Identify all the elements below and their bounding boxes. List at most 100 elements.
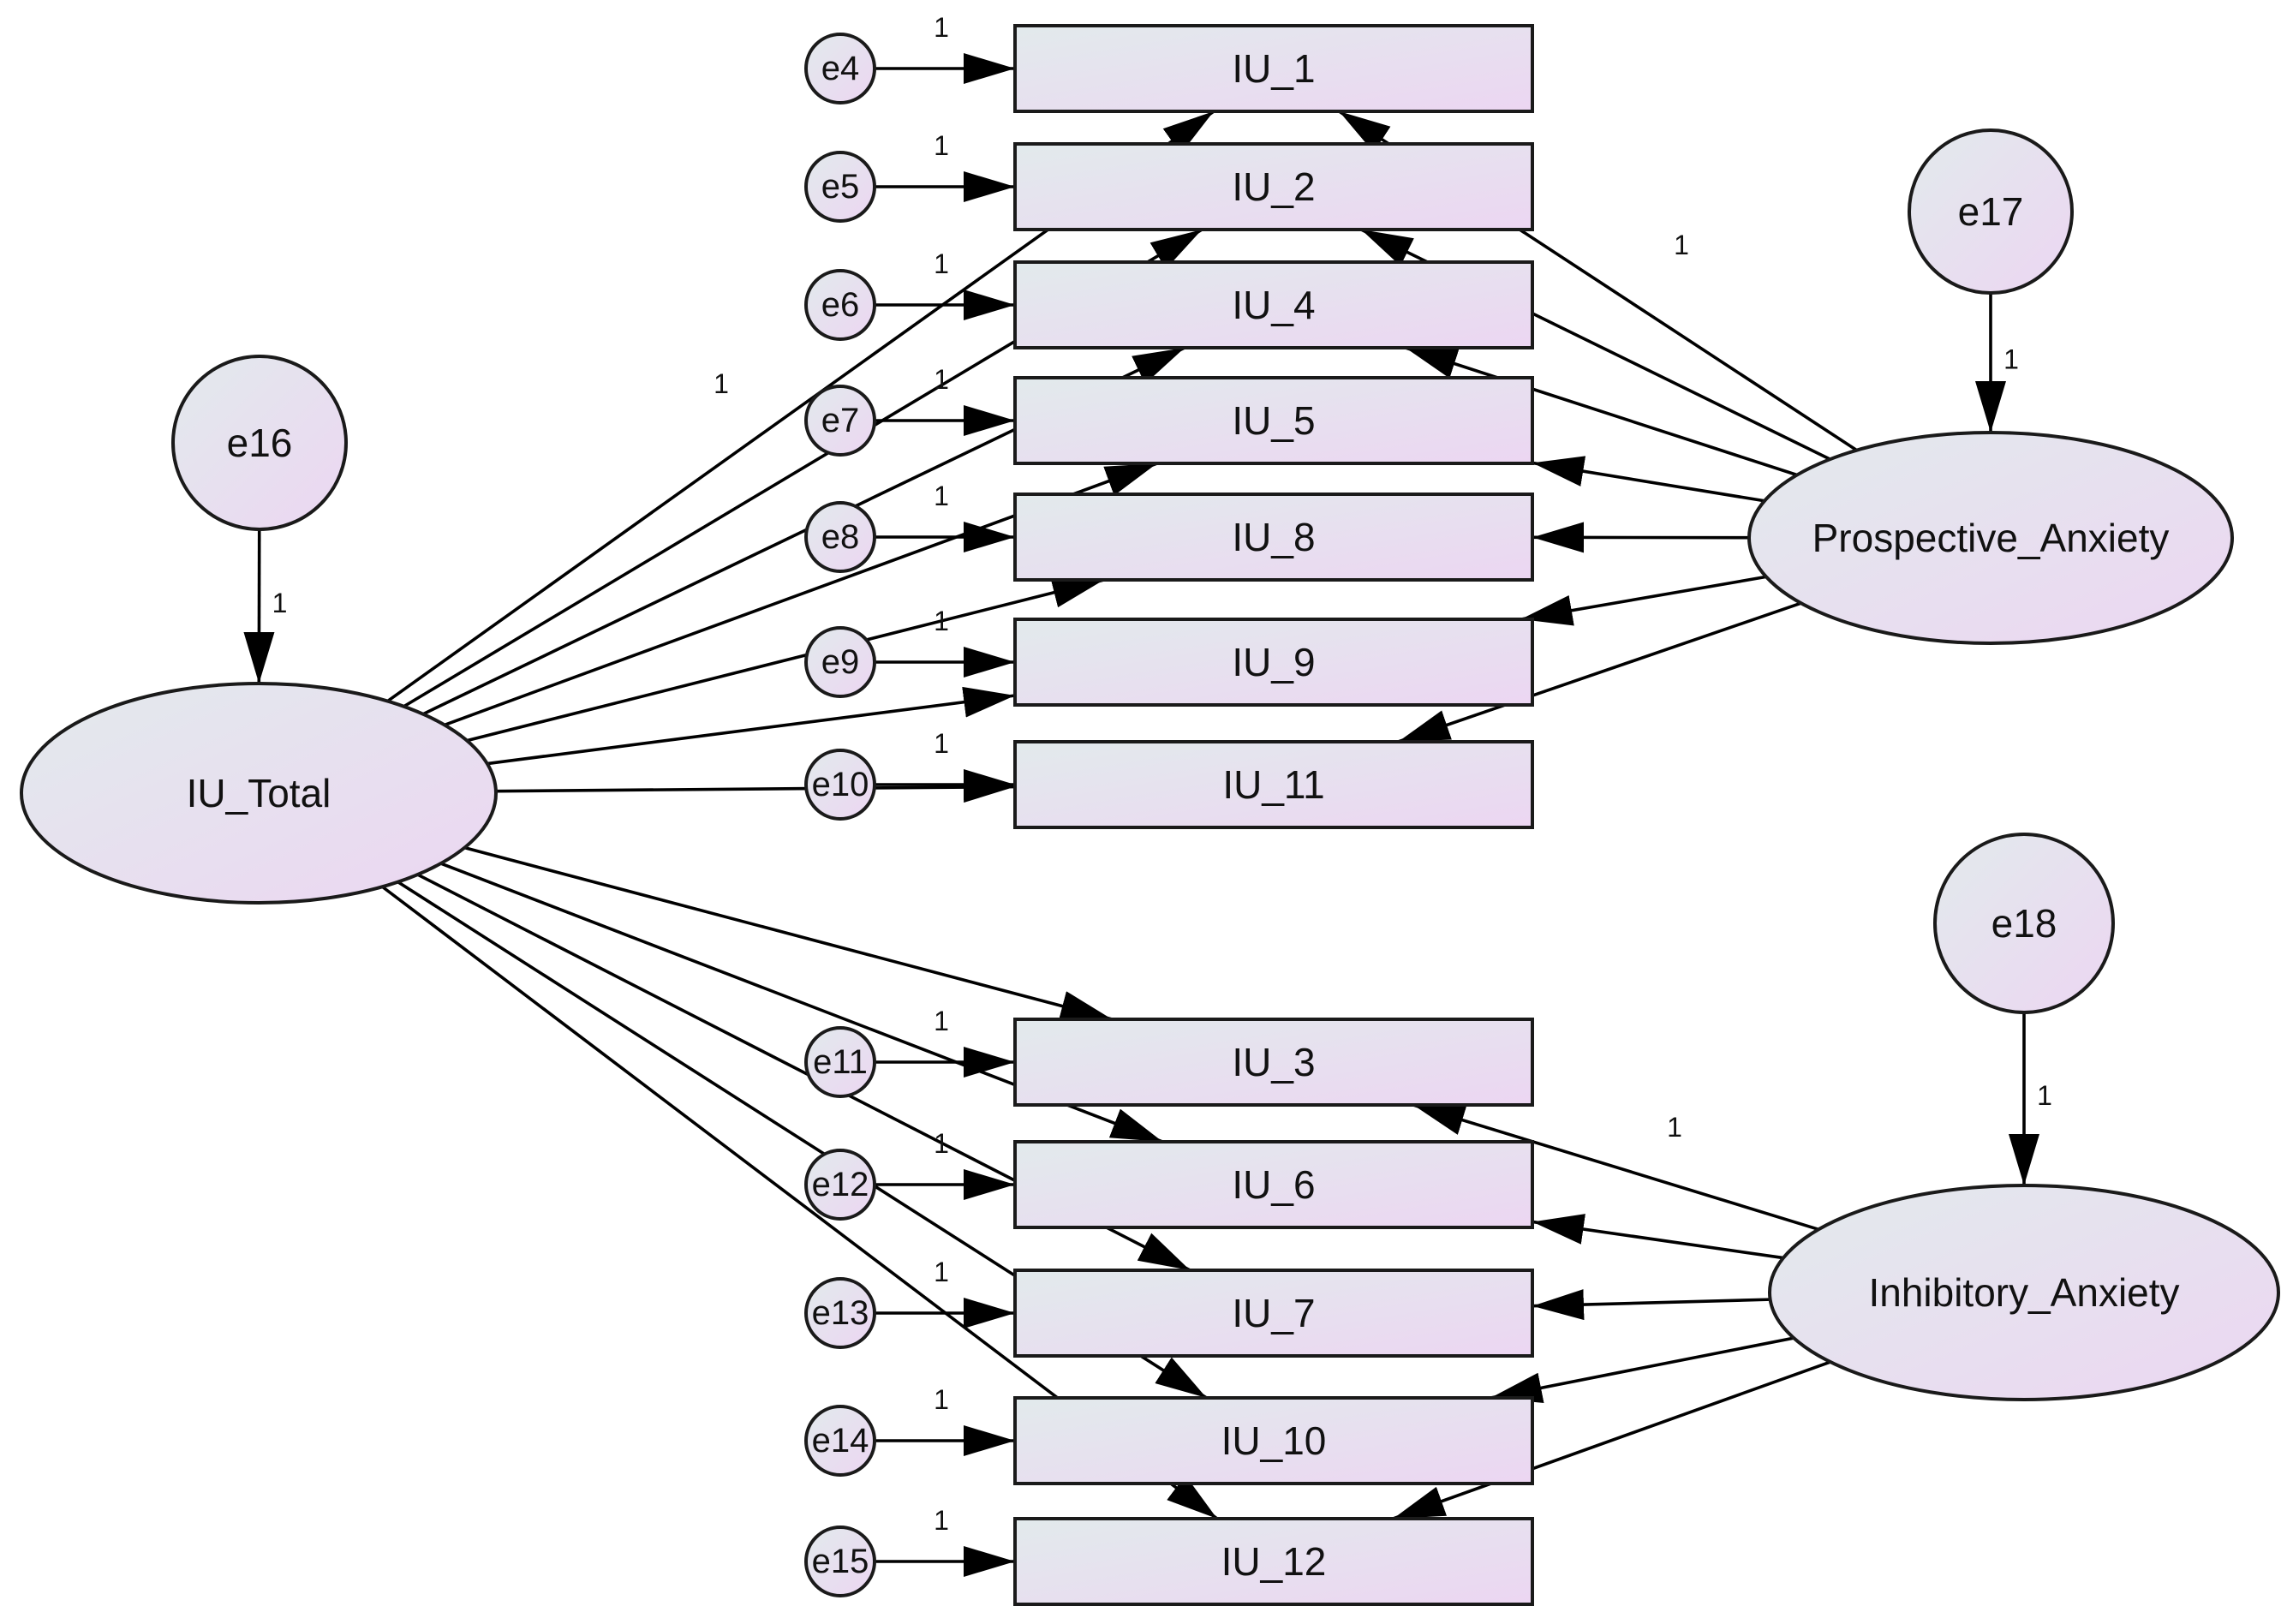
observed-variable-iu-12: IU_12: [1013, 1517, 1534, 1606]
path-weight-e5-to-iu-2: 1: [934, 130, 949, 161]
iu-9-label: IU_9: [1232, 640, 1315, 684]
e4-label: e4: [821, 50, 860, 87]
e14-label: e14: [812, 1422, 869, 1460]
path-weight-e14-to-iu-10: 1: [934, 1384, 949, 1415]
iu-1-shape: [1013, 24, 1534, 113]
observed-variable-iu-10: IU_10: [1013, 1396, 1534, 1485]
arrow-iu-total-to-iu-8: [466, 577, 1105, 743]
iu-8-label: IU_8: [1232, 515, 1315, 559]
e8-shape: [804, 501, 876, 573]
prospective-anxiety-shape: [1747, 431, 2234, 645]
error-term-e10: e10: [804, 749, 876, 821]
path-weight-inhibitory-anxiety-to-iu-3: 1: [1667, 1112, 1682, 1143]
e12-label: e12: [812, 1166, 869, 1203]
latent-variable-prospective-anxiety: Prospective_Anxiety: [1747, 431, 2234, 645]
path-weight-e9-to-iu-9: 1: [934, 606, 949, 636]
e14-shape: [804, 1405, 876, 1477]
error-term-e5: e5: [804, 151, 876, 223]
iu-12-shape: [1013, 1517, 1534, 1606]
inhibitory-anxiety-label: Inhibitory_Anxiety: [1868, 1270, 2179, 1315]
observed-variable-iu-3: IU_3: [1013, 1018, 1534, 1107]
arrow-inhibitory-anxiety-to-iu-12: [1392, 1360, 1831, 1520]
e17-label: e17: [1958, 189, 2024, 234]
path-weight-iu-total-to-iu-1: 1: [714, 368, 729, 399]
iu-9-shape: [1013, 618, 1534, 707]
e13-label: e13: [812, 1294, 869, 1332]
iu-5-label: IU_5: [1232, 398, 1315, 443]
error-term-e7: e7: [804, 385, 876, 457]
path-weight-e6-to-iu-4: 1: [934, 248, 949, 279]
iu-6-label: IU_6: [1232, 1162, 1315, 1207]
iu-3-shape: [1013, 1018, 1534, 1107]
arrow-inhibitory-anxiety-to-iu-3: [1412, 1103, 1819, 1232]
path-weight-e8-to-iu-8: 1: [934, 481, 949, 511]
prospective-anxiety-label: Prospective_Anxiety: [1812, 516, 2170, 560]
observed-variable-iu-1: IU_1: [1013, 24, 1534, 113]
error-term-e4: e4: [804, 33, 876, 104]
path-weight-e10-to-iu-11: 1: [934, 728, 949, 759]
path-weight-e15-to-iu-12: 1: [934, 1505, 949, 1536]
e4-shape: [804, 33, 876, 104]
e18-shape: [1933, 833, 2115, 1014]
nodes-layer: IU_Total Prospective_AnxietyInhibitory_An…: [20, 24, 2280, 1606]
arrow-inhibitory-anxiety-to-iu-6: [1532, 1214, 1784, 1260]
e11-shape: [804, 1026, 876, 1098]
path-weight-e16-to-iu-total: 1: [272, 588, 288, 618]
error-term-e15: e15: [804, 1525, 876, 1597]
path-weight-e11-to-iu-3: 1: [934, 1006, 949, 1036]
error-term-e9: e9: [804, 626, 876, 698]
path-weight-prospective-anxiety-to-iu-1: 1: [1674, 230, 1689, 260]
e5-label: e5: [821, 168, 860, 206]
iu-11-shape: [1013, 740, 1534, 829]
iu-7-label: IU_7: [1232, 1291, 1315, 1335]
e18-label: e18: [1991, 901, 2057, 946]
iu-10-label: IU_10: [1221, 1418, 1327, 1463]
e5-shape: [804, 151, 876, 223]
iu-7-shape: [1013, 1269, 1534, 1358]
observed-variable-iu-5: IU_5: [1013, 376, 1534, 465]
error-term-e12: e12: [804, 1149, 876, 1221]
iu-8-shape: [1013, 493, 1534, 582]
arrow-prospective-anxiety-to-iu-4: [1405, 346, 1798, 477]
error-term-e14: e14: [804, 1405, 876, 1477]
error-term-e13: e13: [804, 1277, 876, 1349]
e11-label: e11: [813, 1043, 868, 1081]
arrow-prospective-anxiety-to-iu-9: [1520, 575, 1767, 626]
e15-shape: [804, 1525, 876, 1597]
arrow-prospective-anxiety-to-iu-5: [1532, 456, 1765, 503]
iu-4-shape: [1013, 260, 1534, 349]
error-term-e18: e18: [1933, 833, 2115, 1014]
e9-label: e9: [821, 643, 860, 681]
e13-shape: [804, 1277, 876, 1349]
latent-variable-inhibitory-anxiety: Inhibitory_Anxiety: [1768, 1184, 2280, 1401]
iu-5-shape: [1013, 376, 1534, 465]
inhibitory-anxiety-shape: [1768, 1184, 2280, 1401]
path-weight-e17-to-prospective-anxiety: 1: [2003, 344, 2019, 375]
path-weight-e4-to-iu-1: 1: [934, 12, 949, 43]
observed-variable-iu-7: IU_7: [1013, 1269, 1534, 1358]
e8-label: e8: [821, 518, 860, 556]
error-term-e17: e17: [1908, 128, 2074, 295]
observed-variable-iu-4: IU_4: [1013, 260, 1534, 349]
e6-shape: [804, 269, 876, 341]
iu-10-shape: [1013, 1396, 1534, 1485]
path-weight-e13-to-iu-7: 1: [934, 1257, 949, 1287]
iu-11-label: IU_11: [1222, 762, 1324, 807]
iu-2-shape: [1013, 142, 1534, 231]
arrow-iu-total-to-iu-9: [487, 686, 1016, 766]
error-term-e6: e6: [804, 269, 876, 341]
arrow-iu-total-to-iu-11: [495, 772, 1016, 803]
e16-shape: [171, 355, 348, 531]
e9-shape: [804, 626, 876, 698]
observed-variable-iu-9: IU_9: [1013, 618, 1534, 707]
latent-variable-iu-total: IU_Total: [20, 682, 498, 905]
arrow-inhibitory-anxiety-to-iu-10: [1490, 1336, 1794, 1404]
iu-3-label: IU_3: [1232, 1040, 1315, 1084]
path-weight-e12-to-iu-6: 1: [934, 1128, 949, 1159]
observed-variable-iu-2: IU_2: [1013, 142, 1534, 231]
iu-12-label: IU_12: [1221, 1539, 1327, 1584]
observed-variable-iu-11: IU_11: [1013, 740, 1534, 829]
path-weight-e7-to-iu-5: 1: [934, 364, 949, 395]
